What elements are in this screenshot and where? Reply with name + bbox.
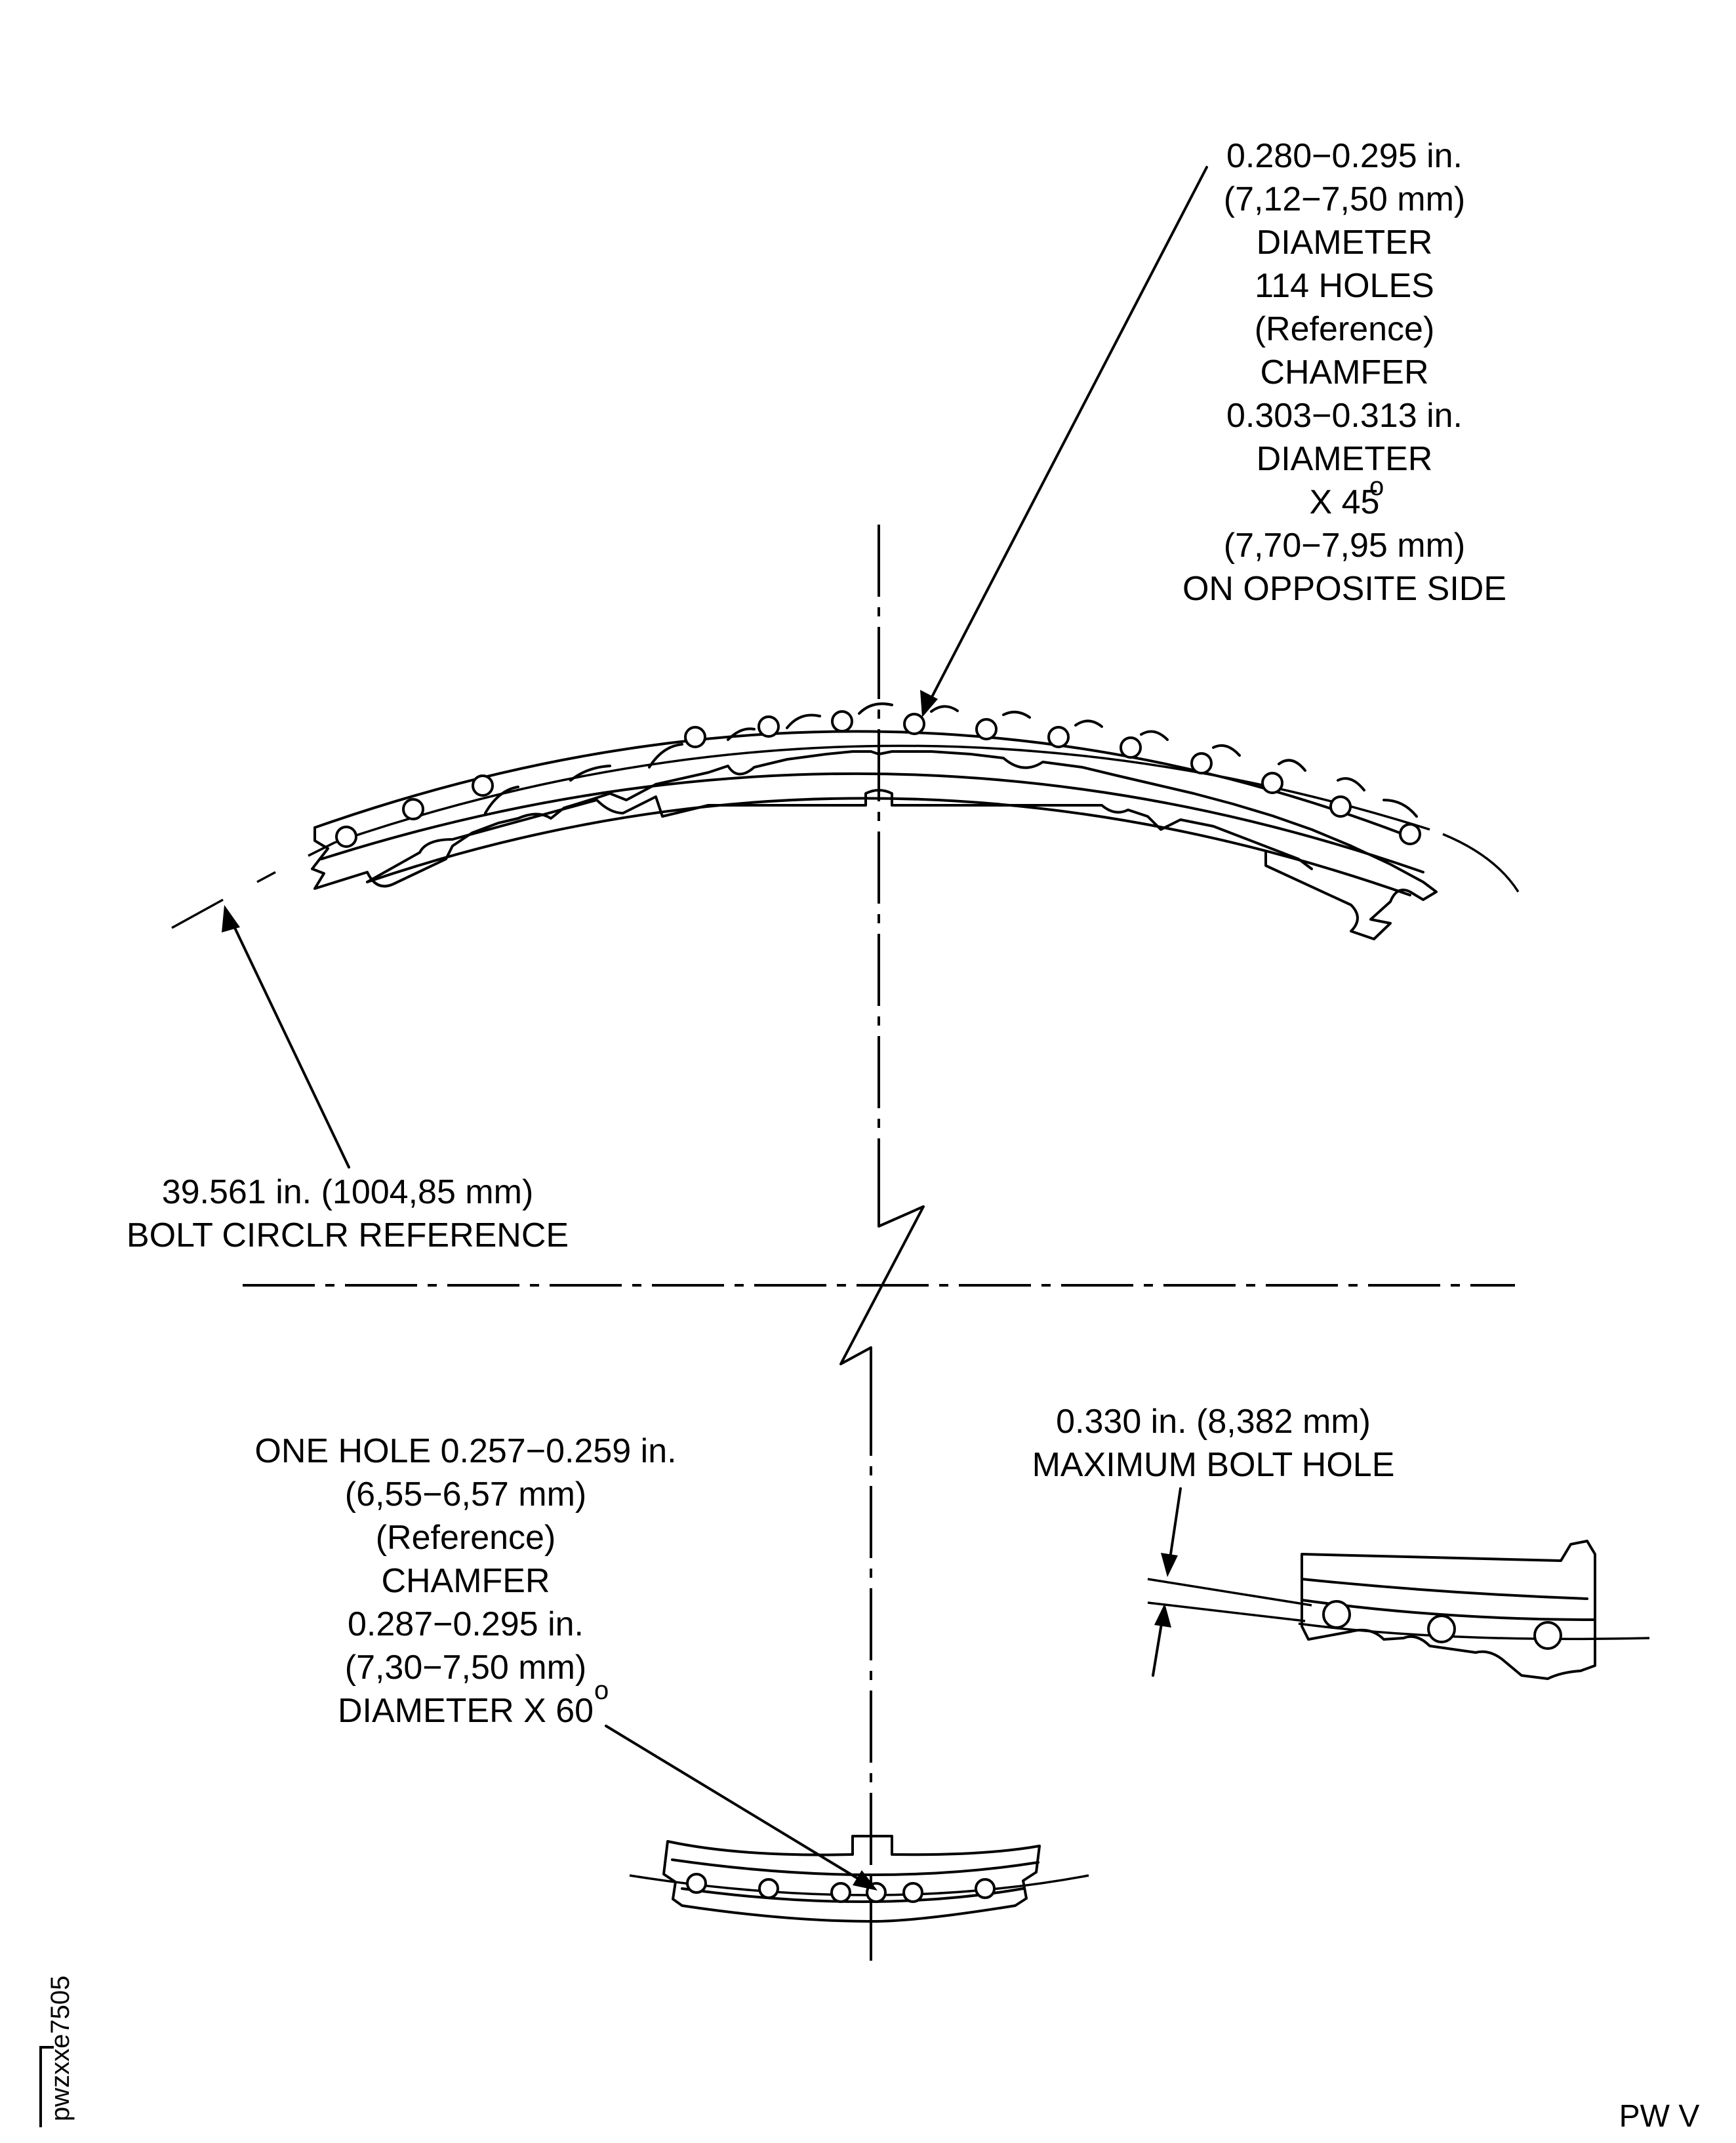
arrowhead-dimension-lower	[1154, 1603, 1171, 1628]
degree-mark-60: o	[594, 1676, 609, 1705]
leader-top-hole	[925, 166, 1208, 710]
leader-bolt-circle	[227, 913, 350, 1169]
arrowhead-top-hole	[920, 690, 938, 717]
bolt-circle-callout: 39.561 in. (1004,85 mm) BOLT CIRCLR REFE…	[126, 1173, 569, 1254]
arrowhead-dimension-upper	[1161, 1553, 1178, 1577]
figure-id: pwzxxe7505	[46, 1975, 75, 2121]
footer-label: PW V	[1619, 2099, 1700, 2134]
detail-bolt-holes	[1322, 1600, 1562, 1650]
degree-mark-45: o	[1369, 472, 1384, 501]
bolt-circle-arc	[171, 744, 1520, 929]
detail-segment	[1147, 1540, 1650, 1680]
lower-bolt-holes	[686, 1873, 996, 1903]
max-bolt-hole-callout: 0.330 in. (8,382 mm) MAXIMUM BOLT HOLE	[1032, 1403, 1395, 1484]
upper-ring-segment	[311, 702, 1438, 940]
arrowhead-bolt-circle	[222, 905, 240, 932]
dimension-arrow-upper	[1167, 1487, 1182, 1569]
figure-id-bracket	[39, 2046, 54, 2127]
one-hole-callout: ONE HOLE 0.257−0.259 in. (6,55−6,57 mm) …	[254, 1432, 677, 1730]
arrowhead-one-hole	[853, 1870, 878, 1891]
centerline-break-symbol	[839, 1205, 925, 1385]
upper-bolt-holes	[335, 710, 1421, 848]
leader-one-hole	[605, 1725, 874, 1889]
top-hole-callout: 0.280−0.295 in. (7,12−7,50 mm) DIAMETER …	[1182, 137, 1507, 608]
